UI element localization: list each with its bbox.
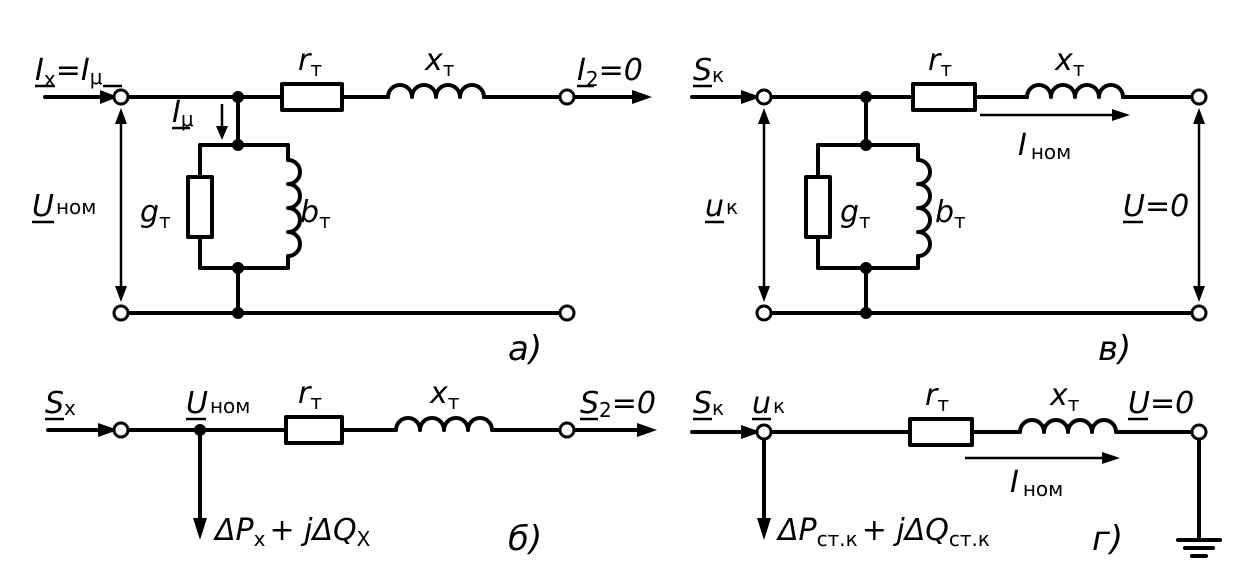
loss-arrow: [757, 518, 771, 540]
input-arrow: [100, 90, 118, 104]
output-voltage-label: U=0: [1128, 386, 1194, 421]
terminal-node: [755, 88, 773, 106]
terminal-node: [755, 423, 773, 441]
resistor-r: [911, 82, 977, 112]
output-power-label: S2=0: [580, 386, 656, 422]
reactance-label: xт: [429, 376, 460, 414]
conductance-label: gт: [140, 195, 171, 233]
terminal-node: [755, 304, 773, 322]
terminal-node: [558, 304, 576, 322]
inductor-x: [394, 416, 494, 432]
susceptance-label: bт: [935, 195, 966, 233]
resistor-r: [280, 82, 344, 112]
panel-tag: г): [1092, 519, 1123, 559]
conductance-label: gт: [840, 195, 871, 233]
output-arrow: [632, 90, 652, 104]
susceptance-b: [916, 158, 932, 258]
resistance-label: rт: [298, 43, 322, 81]
conductance-g: [186, 175, 214, 239]
terminal-node: [112, 88, 130, 106]
resistance-label: rт: [925, 378, 949, 416]
susceptance-label: bт: [300, 195, 331, 233]
reactance-label: xт: [424, 43, 455, 81]
input-arrow: [741, 90, 761, 104]
magnetizing-current-label: Iμ: [172, 95, 194, 131]
input-current-label: Ix=Iμ: [35, 53, 103, 91]
output-voltage-label: U=0: [1123, 189, 1189, 224]
resistance-label: rт: [298, 376, 322, 414]
terminal-node: [558, 421, 576, 439]
input-power-label: Sк: [693, 386, 724, 421]
input-power-label: Sx: [45, 386, 76, 421]
input-arrow: [741, 425, 761, 439]
inductor-x: [1025, 83, 1125, 99]
terminal-node: [1190, 88, 1208, 106]
reactance-label: xт: [1054, 43, 1085, 81]
panel-tag: б): [508, 519, 542, 559]
panel-tag: в): [1098, 329, 1131, 369]
no-load-loss-label: ΔPx+ jΔQX: [213, 513, 371, 551]
input-power-label: Sк: [693, 53, 724, 88]
susceptance-b: [286, 158, 302, 258]
terminal-node: [1190, 304, 1208, 322]
terminal-node: [112, 304, 130, 322]
terminal-node: [112, 421, 130, 439]
loss-arrow: [193, 518, 207, 540]
resistance-label: rт: [928, 43, 952, 81]
panel-tag: а): [508, 329, 542, 369]
output-arrow: [637, 423, 657, 437]
conductance-g: [804, 175, 832, 239]
imu-arrow: [216, 126, 228, 140]
terminal-node: [1190, 423, 1208, 441]
inductor-x: [1018, 418, 1118, 434]
resistor-r: [284, 415, 344, 445]
terminal-node: [558, 88, 576, 106]
resistor-r: [908, 417, 974, 447]
inductor-x: [386, 83, 486, 99]
input-arrow: [98, 423, 118, 437]
reactance-label: xт: [1049, 378, 1080, 416]
short-circuit-loss-label: ΔPст.к+ jΔQст.к: [776, 513, 990, 551]
